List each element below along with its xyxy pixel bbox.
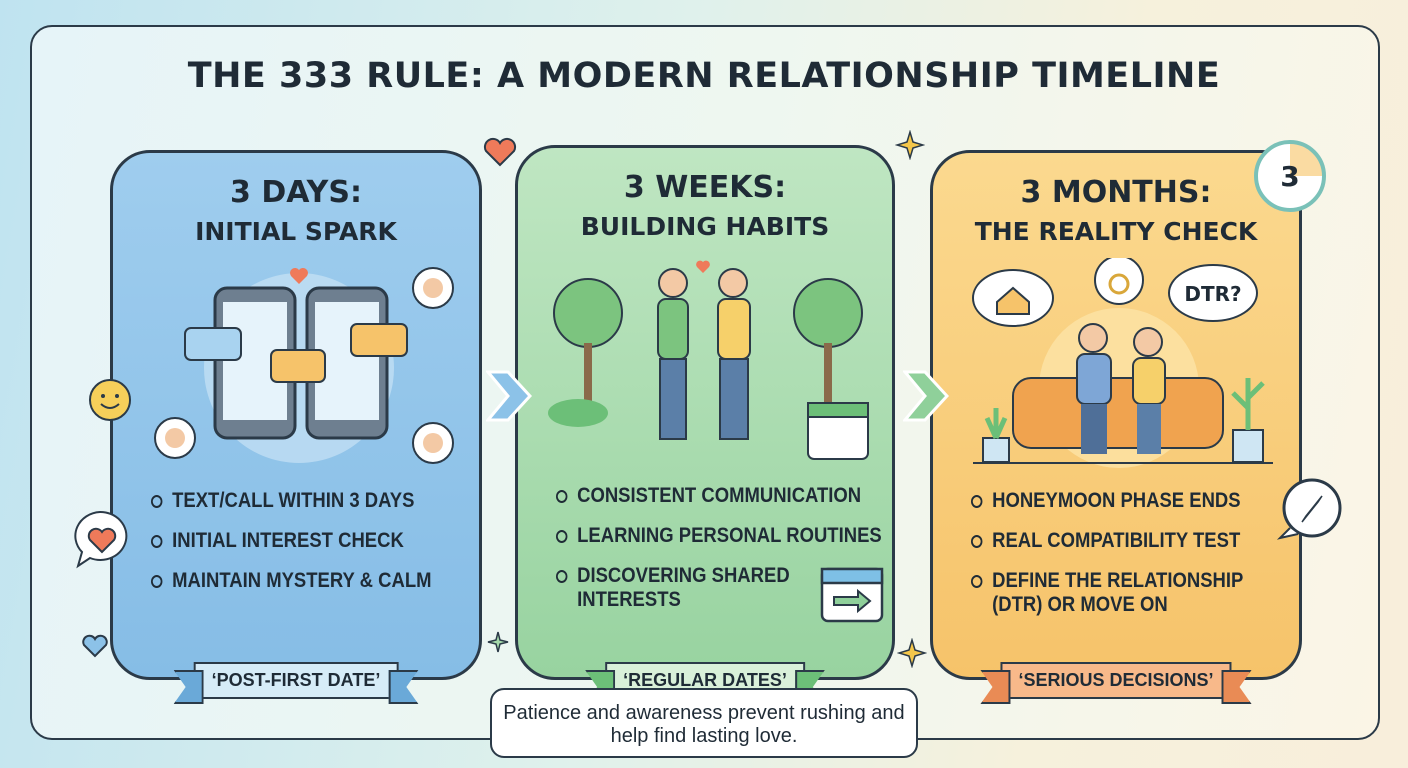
- summary-note: Patience and awareness prevent rushing a…: [490, 688, 918, 758]
- sparkle-icon: [895, 130, 925, 160]
- bullet-item: HONEYMOON PHASE ENDS: [971, 489, 1259, 513]
- arrow-right-icon: [903, 370, 949, 422]
- stage-subheading: BUILDING HABITS: [580, 212, 830, 241]
- couple-walking-illustration: [548, 260, 869, 460]
- stage-card-3-days: 3 DAYS: INITIAL SPARK TEXT/CALL WITHIN 3…: [110, 150, 482, 699]
- stage-subheading: THE REALITY CHECK: [974, 217, 1258, 246]
- phones-chat-illustration: [154, 267, 454, 464]
- compass-icon: [1276, 478, 1342, 540]
- stage-bullets: TEXT/CALL WITHIN 3 DAYS INITIAL INTEREST…: [151, 489, 469, 609]
- stage-bullets: CONSISTENT COMMUNICATION LEARNING PERSON…: [556, 484, 882, 628]
- bullet-item: MAINTAIN MYSTERY & CALM: [151, 569, 469, 593]
- page-title: THE 333 RULE: A MODERN RELATIONSHIP TIME…: [187, 56, 1221, 96]
- clock-number: 3: [1280, 160, 1299, 193]
- bullet-item: DISCOVERING SHARED INTERESTS: [556, 564, 812, 612]
- stage-heading: 3 WEEKS:: [623, 170, 787, 205]
- heart-icon: [483, 137, 517, 167]
- stage-card-3-weeks: 3 WEEKS: BUILDING HABITS CONSISTENT COMM…: [515, 145, 895, 699]
- bullet-item: LEARNING PERSONAL ROUTINES: [556, 524, 882, 548]
- stage-heading: 3 DAYS:: [230, 175, 362, 210]
- calendar-arrow-icon: [820, 567, 884, 623]
- stage-card-3-months: 3 MONTHS: THE REALITY CHECK DTR? HONEYMO…: [930, 150, 1302, 699]
- bullet-item: DEFINE THE RELATIONSHIP (DTR) OR MOVE ON: [971, 569, 1259, 617]
- stage-ribbon: ‘SERIOUS DECISIONS’: [1000, 662, 1232, 699]
- couple-on-sofa-illustration: DTR?: [972, 258, 1273, 468]
- clock-icon: 3: [1254, 140, 1326, 212]
- stage-ribbon: ‘POST-FIRST DATE’: [193, 662, 399, 699]
- stage-bullets: HONEYMOON PHASE ENDS REAL COMPATIBILITY …: [971, 489, 1259, 633]
- sparkle-icon: [897, 638, 927, 668]
- stage-subheading: INITIAL SPARK: [195, 217, 397, 246]
- stage-heading: 3 MONTHS:: [1020, 175, 1212, 210]
- heart-icon: [82, 634, 108, 658]
- dtr-thought-bubble: DTR?: [1184, 282, 1241, 306]
- heart-chat-bubble-icon: [74, 510, 128, 569]
- bullet-item: INITIAL INTEREST CHECK: [151, 529, 469, 553]
- bullet-item: CONSISTENT COMMUNICATION: [556, 484, 861, 508]
- bullet-item: REAL COMPATIBILITY TEST: [971, 529, 1259, 553]
- arrow-right-icon: [486, 370, 532, 422]
- smiley-icon: [89, 379, 131, 421]
- sparkle-icon: [487, 631, 509, 653]
- bullet-item: TEXT/CALL WITHIN 3 DAYS: [151, 489, 469, 513]
